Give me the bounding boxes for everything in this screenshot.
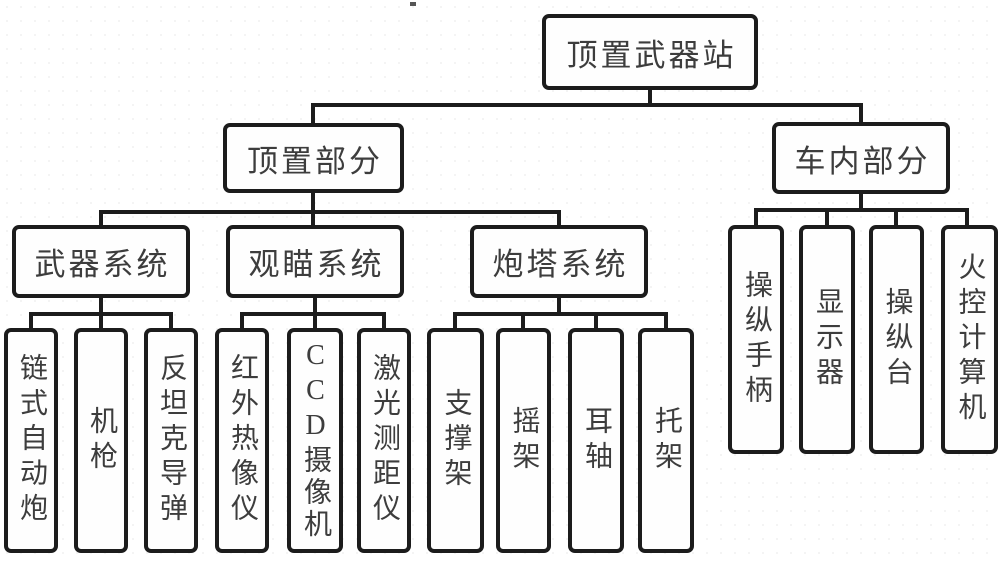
node-in-vehicle-part: 车内部分 <box>772 122 950 194</box>
node-label: 顶置武器站 <box>566 37 737 73</box>
node-top-mounted-part: 顶置部分 <box>223 123 404 193</box>
connector-line <box>894 208 898 227</box>
node-label: 机枪 <box>86 405 117 476</box>
node-label: CCD摄像机 <box>300 340 331 541</box>
node-label: 显示器 <box>812 287 843 392</box>
node-label: 武器系统 <box>34 247 171 282</box>
node-label: 链式自动炮 <box>16 353 47 528</box>
node-chain-autocannon: 链式自动炮 <box>4 328 58 553</box>
node-label: 炮塔系统 <box>492 247 629 282</box>
node-display-unit: 显示器 <box>799 225 855 454</box>
scan-artifact <box>410 2 416 6</box>
connector-line <box>313 312 317 330</box>
node-label: 摇架 <box>508 405 540 476</box>
node-support-frame: 支撑架 <box>427 328 484 553</box>
node-label: 操纵台 <box>881 287 913 392</box>
connector-line <box>313 296 317 314</box>
node-control-handle: 操纵手柄 <box>728 225 784 454</box>
node-turret-system: 炮塔系统 <box>470 225 648 298</box>
connector-line <box>29 312 33 330</box>
node-machine-gun: 机枪 <box>74 328 128 553</box>
connector-line <box>240 312 244 330</box>
node-infrared-thermal-imager: 红外热像仪 <box>215 328 269 553</box>
connector-line <box>311 210 315 227</box>
node-laser-rangefinder: 激光测距仪 <box>357 328 411 553</box>
connector-line <box>382 312 386 330</box>
connector-line <box>453 312 457 330</box>
node-anti-tank-missile: 反坦克导弹 <box>144 328 198 553</box>
connector-line <box>594 312 598 330</box>
connector-line <box>648 88 652 107</box>
connector-line <box>521 312 525 330</box>
node-label: 激光测距仪 <box>369 353 400 528</box>
node-label: 观瞄系统 <box>248 247 385 282</box>
connector-line <box>99 296 103 314</box>
connector-line <box>99 210 103 227</box>
node-label: 操纵手柄 <box>741 269 772 410</box>
node-weapon-system: 武器系统 <box>12 225 190 298</box>
connector-line <box>859 103 863 126</box>
connector-line <box>664 312 668 330</box>
node-ccd-camera: CCD摄像机 <box>287 328 343 553</box>
node-top-weapon-station: 顶置武器站 <box>542 14 758 90</box>
connector-line <box>965 208 969 227</box>
node-bracket: 托架 <box>638 328 694 553</box>
node-label: 红外热像仪 <box>227 353 258 528</box>
connector-line <box>169 312 173 330</box>
connector-line <box>453 312 668 316</box>
node-label: 顶置部分 <box>247 143 383 179</box>
node-label: 托架 <box>651 405 682 476</box>
node-label: 反坦克导弹 <box>156 353 187 528</box>
node-fire-control-computer: 火控计算机 <box>941 225 998 454</box>
connector-line <box>557 296 561 314</box>
node-label: 车内部分 <box>794 143 931 179</box>
connector-line <box>754 208 969 212</box>
node-label: 火控计算机 <box>954 252 986 427</box>
connector-line <box>754 208 758 227</box>
connector-line <box>311 103 863 107</box>
node-label: 耳轴 <box>581 405 612 476</box>
node-cradle: 摇架 <box>496 328 551 553</box>
node-trunnion: 耳轴 <box>568 328 624 553</box>
connector-line <box>99 312 103 330</box>
connector-line <box>311 190 315 214</box>
node-control-console: 操纵台 <box>869 225 924 454</box>
connector-line <box>99 210 561 214</box>
node-sight-system: 观瞄系统 <box>226 225 404 298</box>
node-label: 支撑架 <box>440 388 472 493</box>
connector-line <box>859 191 863 210</box>
connector-line <box>311 103 315 127</box>
connector-line <box>557 210 561 227</box>
connector-line <box>825 208 829 227</box>
